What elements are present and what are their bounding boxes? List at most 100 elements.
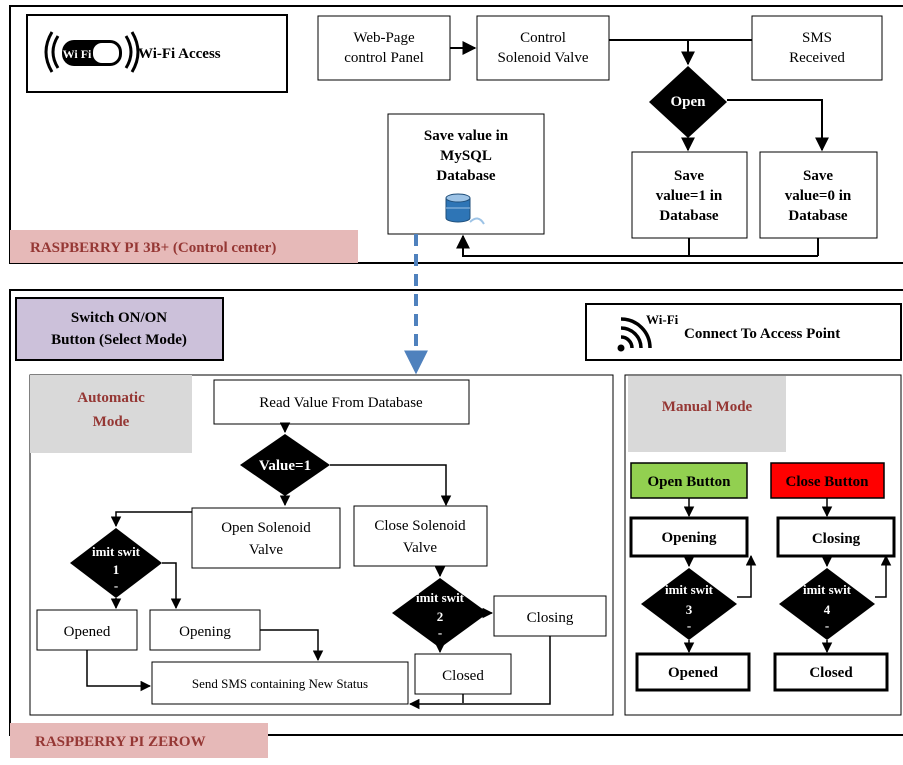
arrow-opening-to-sms [260, 629, 324, 662]
closed-label-manual: Closed [809, 665, 853, 681]
wifi-access-box [26, 14, 288, 93]
web-page-panel-box [317, 15, 451, 81]
value-decision-label: Value=1 [259, 458, 311, 474]
wifi-logo-icon: Wi Fi [44, 31, 140, 73]
save-1-line3: Database [659, 208, 719, 224]
close-valve-line1: Close Solenoid [374, 518, 466, 534]
limit3-line2: 3 [686, 602, 693, 617]
closing-label-auto: Closing [527, 610, 574, 626]
close-valve-box [353, 505, 488, 567]
wifi-superscript-label: Wi-Fi [646, 312, 679, 327]
opened-label-auto: Opened [64, 624, 111, 640]
closed-box-auto [414, 653, 512, 695]
close-valve-line2: Valve [403, 540, 437, 556]
control-valve-line1: Control [520, 30, 566, 46]
limit1-line3: - [114, 578, 118, 593]
zerow-footer-bg [10, 723, 268, 758]
read-value-box [213, 379, 470, 425]
arrow-limit3-loop [737, 554, 757, 598]
mysql-line1: Save value in [424, 128, 509, 144]
closed-label-auto: Closed [442, 668, 484, 684]
control-center-panel [9, 5, 903, 264]
close-button[interactable] [770, 462, 885, 499]
web-panel-line2: control Panel [344, 50, 424, 66]
connect-ap-box [585, 303, 902, 361]
limit-switch-1-diamond [70, 528, 162, 598]
switch-button-box [15, 297, 224, 361]
limit-switch-2-diamond [392, 578, 488, 648]
send-sms-label: Send SMS containing New Status [192, 676, 368, 691]
close-button-label: Close Button [786, 474, 870, 490]
mysql-line2: MySQL [440, 148, 492, 164]
connect-ap-label: Connect To Access Point [684, 326, 840, 342]
manual-mode-panel [624, 374, 902, 716]
limit1-line2: 1 [113, 562, 120, 577]
database-icon [445, 193, 485, 225]
limit1-line1: imit swit [92, 544, 141, 559]
read-value-label: Read Value From Database [259, 395, 423, 411]
opening-label-manual: Opening [661, 530, 717, 546]
limit4-line1: imit swit [803, 582, 852, 597]
control-valve-box [476, 15, 610, 81]
arrow-limit1-to-opening [162, 562, 182, 610]
arrow-opened-to-sms [86, 650, 152, 692]
limit3-line1: imit swit [665, 582, 714, 597]
open-valve-box [191, 507, 341, 569]
save-1-line2: value=1 in [656, 188, 723, 204]
opening-label-auto: Opening [179, 624, 231, 640]
arrow-decision-no [330, 464, 452, 507]
value-decision-diamond [240, 434, 330, 496]
limit4-line3: - [825, 618, 829, 633]
raspberry-zero-panel [9, 289, 903, 736]
save-0-line1: Save [803, 168, 833, 184]
arrow-limit4-loop [875, 554, 892, 598]
opened-box-auto [36, 609, 138, 651]
open-decision-diamond [649, 66, 727, 138]
limit4-line2: 4 [824, 602, 831, 617]
automatic-mode-panel [29, 374, 614, 716]
save-1-line1: Save [674, 168, 704, 184]
sms-received-line1: SMS [802, 30, 832, 46]
switch-line2: Button (Select Mode) [51, 332, 187, 348]
closing-box-auto [493, 595, 607, 637]
zerow-footer-label: RASPBERRY PI ZEROW [35, 734, 206, 750]
save-value-0-box [759, 151, 878, 239]
sms-received-box [751, 15, 883, 81]
limit2-line2: 2 [437, 609, 444, 624]
save-value-1-box [631, 151, 748, 239]
open-button-label: Open Button [648, 474, 732, 490]
limit3-line3: - [687, 618, 691, 633]
manual-title: Manual Mode [662, 399, 753, 415]
opening-box-manual [629, 516, 749, 558]
mysql-line3: Database [436, 168, 496, 184]
web-panel-line1: Web-Page [353, 30, 415, 46]
closing-label-manual: Closing [812, 531, 861, 547]
wifi-access-label: Wi-Fi Access [138, 46, 221, 62]
wifi-signal-icon [617, 317, 652, 352]
limit-switch-3-diamond [641, 568, 737, 640]
control-valve-line2: Solenoid Valve [498, 50, 589, 66]
limit-switch-4-diamond [779, 568, 875, 640]
opened-box-manual [635, 652, 751, 692]
open-decision-label: Open [670, 94, 706, 110]
closed-box-manual [773, 652, 889, 692]
open-valve-line1: Open Solenoid [221, 520, 311, 536]
manual-title-bg [628, 376, 786, 452]
control-center-footer-label: RASPBERRY PI 3B+ (Control center) [30, 240, 276, 256]
arrow-closing-to-sms [408, 636, 551, 710]
opened-label-manual: Opened [668, 665, 719, 681]
control-center-footer-bg [10, 230, 358, 263]
arrow-open-no [727, 99, 829, 152]
automatic-title-bg [30, 375, 192, 453]
opening-box-auto [149, 609, 261, 651]
limit2-line1: imit swit [416, 590, 465, 605]
switch-line1: Switch ON/ON [71, 310, 167, 326]
arrow-open-to-limit1 [110, 511, 192, 528]
save-0-line2: value=0 in [785, 188, 852, 204]
save-0-line3: Database [788, 208, 848, 224]
open-valve-line2: Valve [249, 542, 283, 558]
sms-received-line2: Received [789, 50, 845, 66]
automatic-title-line2: Mode [93, 414, 130, 430]
arrow-return-to-mysql [456, 234, 818, 257]
